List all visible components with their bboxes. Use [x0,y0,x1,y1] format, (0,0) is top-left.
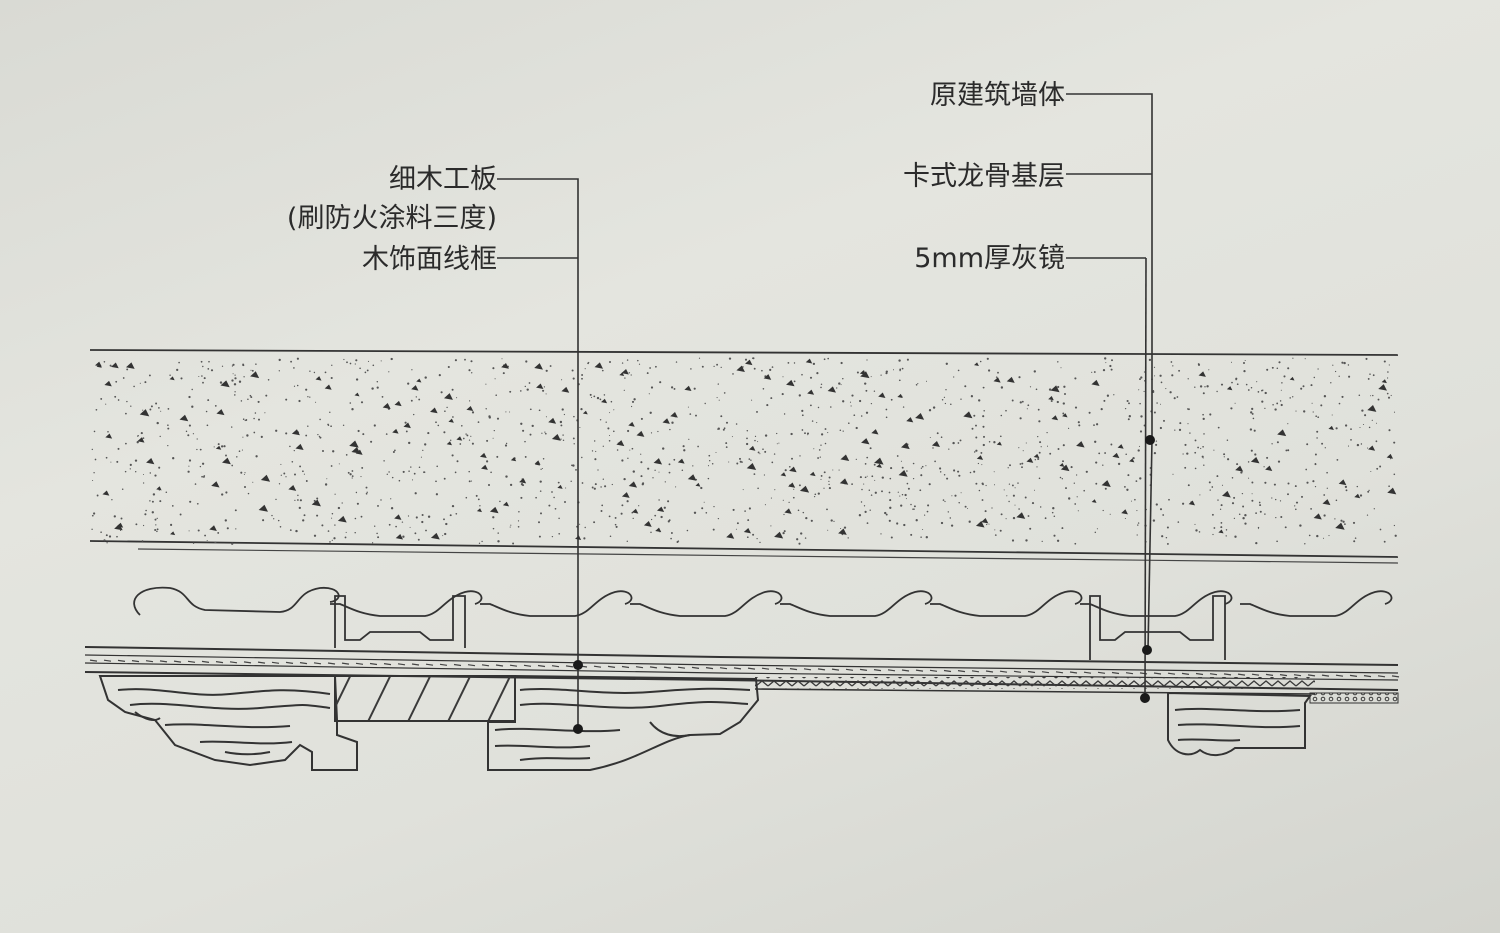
leader-dots [573,435,1155,734]
label-wood-frame: 木饰面线框 [362,244,497,275]
concrete-speckle [91,357,1397,545]
wall-layer [89,349,1399,564]
mirror-layer [84,646,1400,704]
label-mirror: 5mm厚灰镜 [914,243,1065,274]
label-wall: 原建筑墙体 [930,80,1065,111]
wood-frame-left [98,674,760,771]
keel-profile [133,586,1393,660]
label-keel: 卡式龙骨基层 [903,161,1065,192]
label-fine-board: 细木工板 [389,164,497,195]
label-fireproof-note: (刷防火涂料三度) [286,203,497,234]
leader-lines [497,93,1153,729]
mirror-dashes [89,659,1400,678]
wood-frame-right [1167,691,1312,756]
